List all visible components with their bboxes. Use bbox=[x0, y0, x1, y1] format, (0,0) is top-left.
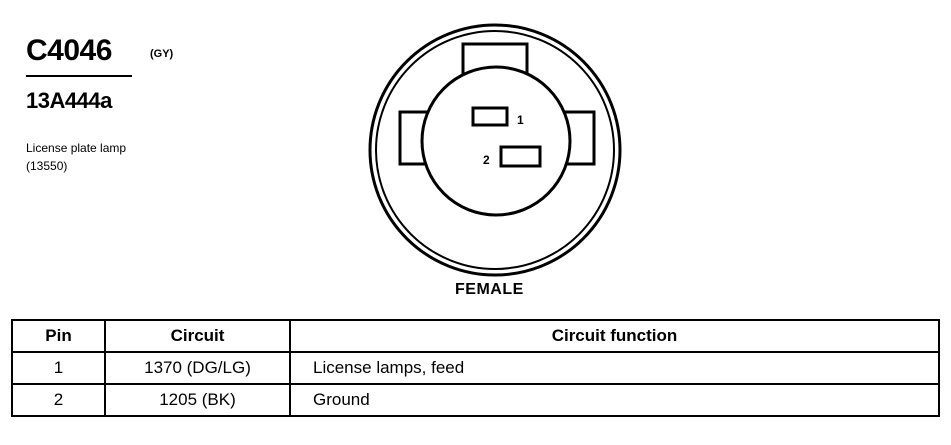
pin-1-terminal bbox=[471, 106, 509, 127]
connector-outer-ring bbox=[368, 23, 622, 277]
cell-circuit-function: Ground bbox=[289, 383, 940, 417]
connector-part-number: 13A444a bbox=[26, 88, 112, 113]
connector-color-code: (GY) bbox=[150, 48, 174, 60]
pin-1-label: 1 bbox=[517, 113, 524, 127]
pin-circuit-table: Pin Circuit Circuit function 1 1370 (DG/… bbox=[11, 319, 940, 417]
connector-description: License plate lamp bbox=[26, 141, 127, 155]
cell-circuit-function: License lamps, feed bbox=[289, 351, 940, 385]
connector-gender-label: FEMALE bbox=[455, 281, 524, 298]
cell-pin: 1 bbox=[11, 351, 106, 385]
table-header-row: Pin Circuit Circuit function bbox=[11, 319, 940, 353]
header-circuit-function: Circuit function bbox=[289, 319, 940, 353]
connector-pin-face bbox=[420, 65, 572, 217]
pin-2-terminal bbox=[499, 145, 542, 168]
table-row: 2 1205 (BK) Ground bbox=[11, 383, 940, 417]
cell-circuit: 1370 (DG/LG) bbox=[104, 351, 291, 385]
pin-2-label: 2 bbox=[483, 153, 490, 167]
connector-reference-number: (13550) bbox=[26, 159, 68, 173]
connector-face-diagram: 1 2 bbox=[368, 23, 622, 277]
connector-id: C4046 bbox=[26, 34, 112, 67]
connector-inner-ring bbox=[375, 30, 615, 270]
cell-pin: 2 bbox=[11, 383, 106, 417]
header-pin: Pin bbox=[11, 319, 106, 353]
table-row: 1 1370 (DG/LG) License lamps, feed bbox=[11, 351, 940, 385]
header-circuit: Circuit bbox=[104, 319, 291, 353]
cell-circuit: 1205 (BK) bbox=[104, 383, 291, 417]
connector-id-underline bbox=[26, 75, 132, 77]
